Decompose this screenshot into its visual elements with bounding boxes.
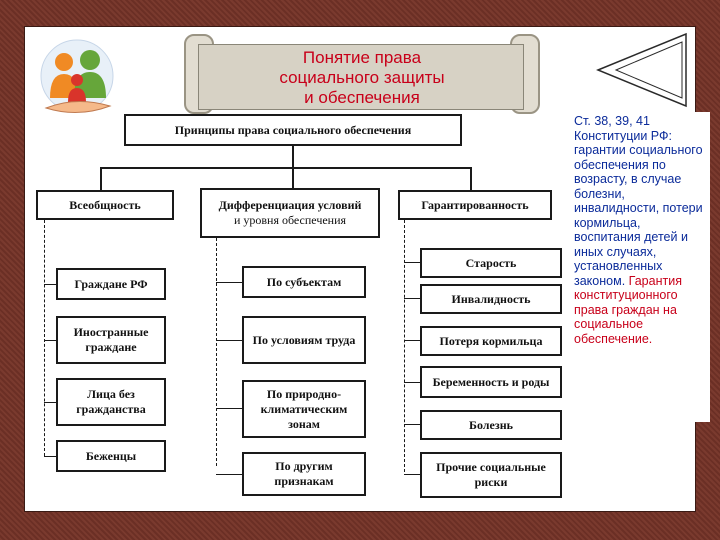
root-principles-box: Принципы права социального обеспечения xyxy=(124,114,462,146)
item-box: Беременность и роды xyxy=(420,366,562,398)
item-label: Беженцы xyxy=(85,448,137,463)
column-header-differentiation: Дифференциация условий и уровня обеспече… xyxy=(200,188,380,238)
connector xyxy=(44,402,56,403)
title-scroll xyxy=(198,44,524,110)
connector xyxy=(216,282,242,283)
connector xyxy=(404,298,420,299)
connector xyxy=(404,424,420,425)
item-box: Лица без гражданства xyxy=(56,378,166,426)
item-box: Прочие социальные риски xyxy=(420,452,562,498)
item-label: По субъектам xyxy=(266,274,342,289)
item-label: Потеря кормильца xyxy=(439,333,543,348)
item-label: Граждане РФ xyxy=(74,276,148,291)
column-header-universality: Всеобщность xyxy=(36,190,174,220)
connector xyxy=(404,340,420,341)
column-spine xyxy=(404,220,405,472)
item-label: Беременность и роды xyxy=(432,374,550,389)
item-box: Граждане РФ xyxy=(56,268,166,300)
connector xyxy=(44,284,56,285)
item-box: По природно-климатическим зонам xyxy=(242,380,366,438)
constitution-note-panel: Ст. 38, 39, 41 Конституции РФ: гарантии … xyxy=(570,112,710,422)
item-box: Беженцы xyxy=(56,440,166,472)
item-label: Иностранные граждане xyxy=(73,325,149,354)
connector xyxy=(44,340,56,341)
item-box: Болезнь xyxy=(420,410,562,440)
root-label: Принципы права социального обеспечения xyxy=(174,122,412,137)
note-lead-text: Ст. 38, 39, 41 Конституции РФ: гарантии … xyxy=(574,114,703,288)
item-box: Потеря кормильца xyxy=(420,326,562,356)
family-logo-icon xyxy=(40,39,114,114)
item-box: По условиям труда xyxy=(242,316,366,364)
column-header-label: и уровня обеспечения xyxy=(233,213,347,227)
column-header-label: Дифференциация условий xyxy=(218,198,362,212)
connector xyxy=(216,408,242,409)
item-label: Инвалидность xyxy=(451,291,531,306)
column-spine xyxy=(44,220,45,456)
note-emphasis-text: Гарантия конституционного права граждан … xyxy=(574,273,682,346)
connector xyxy=(216,474,242,475)
item-label: Болезнь xyxy=(469,417,513,432)
connector xyxy=(292,146,294,168)
connector xyxy=(404,382,420,383)
item-box: По другим признакам xyxy=(242,452,366,496)
constitution-note: Ст. 38, 39, 41 Конституции РФ: гарантии … xyxy=(570,112,710,348)
slide-title: Понятие права социального защиты и обесп… xyxy=(212,48,512,108)
item-label: Лица без гражданства xyxy=(76,387,146,416)
connector xyxy=(470,167,472,191)
item-box: Иностранные граждане xyxy=(56,316,166,364)
item-label: Старость xyxy=(465,255,517,270)
connector xyxy=(100,167,472,169)
column-header-guarantee: Гарантированность xyxy=(398,190,552,220)
arrow-decor-icon xyxy=(596,32,687,108)
connector xyxy=(216,340,242,341)
connector xyxy=(100,167,102,191)
item-box: Старость xyxy=(420,248,562,278)
connector xyxy=(44,456,56,457)
slide-title-line: Понятие права xyxy=(302,48,422,67)
item-label: По другим признакам xyxy=(274,459,334,488)
column-header-label: Гарантированность xyxy=(421,197,529,212)
item-label: По условиям труда xyxy=(252,332,356,347)
column-header-label: Всеобщность xyxy=(69,197,141,212)
slide-title-line: и обеспечения xyxy=(304,88,420,107)
connector xyxy=(404,474,420,475)
item-label: По природно-климатическим зонам xyxy=(260,386,348,431)
column-spine xyxy=(216,238,217,466)
item-label: Прочие социальные риски xyxy=(436,460,546,489)
item-box: По субъектам xyxy=(242,266,366,298)
connector xyxy=(292,167,294,189)
connector xyxy=(404,262,420,263)
item-box: Инвалидность xyxy=(420,284,562,314)
slide-title-line: социального защиты xyxy=(279,68,445,87)
